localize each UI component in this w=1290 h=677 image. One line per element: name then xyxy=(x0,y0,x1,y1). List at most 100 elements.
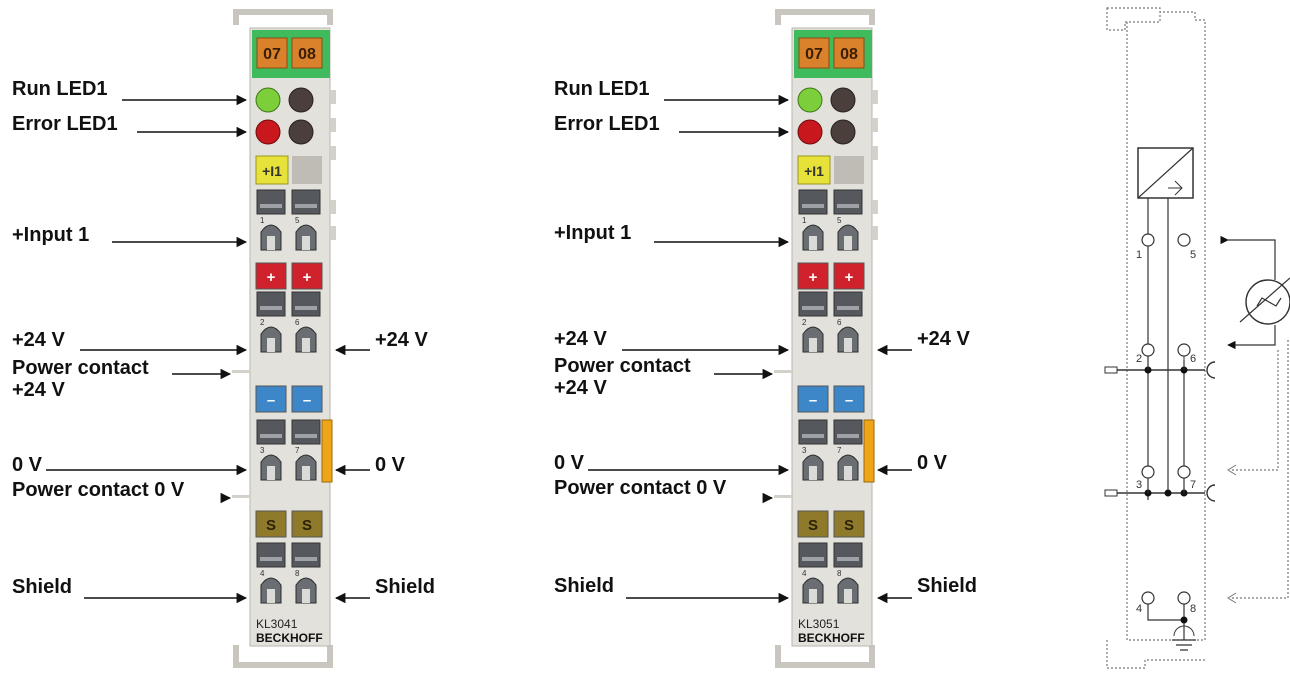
side-rib xyxy=(872,90,878,104)
spring-clamp xyxy=(256,291,286,317)
zero-right-label: 0 V xyxy=(375,454,406,476)
terminal-number: 8 xyxy=(1190,603,1196,615)
clamp-slot xyxy=(802,306,824,310)
clamp-slot xyxy=(837,434,859,438)
wire-slot xyxy=(302,466,310,480)
spring-clamp xyxy=(256,542,286,568)
wire-slot xyxy=(302,589,310,603)
converter-arrow xyxy=(1168,180,1183,196)
spring-clamp xyxy=(291,189,321,215)
spring-clamp xyxy=(833,189,863,215)
power-contact-right xyxy=(1206,361,1216,379)
run-led xyxy=(255,87,281,113)
side-rib xyxy=(330,226,336,240)
shield-marker xyxy=(291,510,323,538)
pin-number: 6 xyxy=(295,318,300,327)
terminal-point xyxy=(1177,465,1191,479)
plus-marker xyxy=(797,262,829,290)
plus-mark: + xyxy=(303,269,312,286)
ground-shield-arc xyxy=(1173,625,1195,637)
brand-name: BECKHOFF xyxy=(798,631,865,645)
clamp-slot xyxy=(260,204,282,208)
plus-mark: + xyxy=(845,269,854,286)
terminal-point xyxy=(1141,343,1155,357)
pin-number: 2 xyxy=(802,318,807,327)
clamp-slot xyxy=(295,306,317,310)
minus-mark: – xyxy=(267,392,275,409)
spring-clamp xyxy=(256,419,286,445)
shield-left-label: Shield xyxy=(12,576,73,598)
terminal-number: 3 xyxy=(1136,479,1142,491)
side-rib xyxy=(330,146,336,160)
channel-number: 08 xyxy=(298,46,316,63)
error-led-label: Error LED1 xyxy=(554,113,660,135)
shield-mark: S xyxy=(302,517,312,534)
pin-number: 2 xyxy=(260,318,265,327)
plus24-left-label: +24 V xyxy=(554,328,607,350)
plus-marker xyxy=(255,262,287,290)
minus-mark: – xyxy=(809,392,817,409)
spring-clamp xyxy=(256,189,286,215)
terminal-number: 4 xyxy=(1136,603,1142,615)
clamp-slot xyxy=(260,557,282,561)
minus-marker xyxy=(833,385,865,413)
bottom-rail-clip xyxy=(233,645,333,668)
wire-slot xyxy=(844,589,852,603)
plus-mark: + xyxy=(809,269,818,286)
pin-number: 3 xyxy=(260,446,265,455)
dashed-return xyxy=(1232,340,1289,599)
led-label-box xyxy=(797,155,831,185)
channel-number: 08 xyxy=(840,46,858,63)
channel-tag xyxy=(256,37,288,69)
wire-slot xyxy=(809,589,817,603)
terminal-point xyxy=(1141,591,1155,605)
clamp-slot xyxy=(837,204,859,208)
dashed-arrowhead xyxy=(1227,464,1237,476)
plus-marker xyxy=(833,262,865,290)
dashed-arrowhead xyxy=(1227,592,1237,604)
wire-slot xyxy=(267,466,275,480)
shield-mark: S xyxy=(844,517,854,534)
wire-slot xyxy=(302,236,310,250)
clamp-slot xyxy=(260,434,282,438)
clamp-slot xyxy=(802,557,824,561)
shield-mark: S xyxy=(808,517,818,534)
clamp-slot xyxy=(837,557,859,561)
power-contact-24-sub-label: +24 V xyxy=(554,377,607,399)
brand-name: BECKHOFF xyxy=(256,631,323,645)
terminal-number: 2 xyxy=(1136,353,1142,365)
shield-left-label: Shield xyxy=(554,575,615,597)
led-off xyxy=(830,87,856,113)
model-name: KL3051 xyxy=(798,617,840,631)
channel-number: 07 xyxy=(263,46,281,63)
shield-mark: S xyxy=(266,517,276,534)
pin-number: 3 xyxy=(802,446,807,455)
wire-slot xyxy=(844,466,852,480)
pin-number: 7 xyxy=(295,446,300,455)
shield-marker xyxy=(255,510,287,538)
terminal-point xyxy=(1177,591,1191,605)
run-led-label: Run LED1 xyxy=(12,78,108,100)
minus-mark: – xyxy=(845,392,853,409)
clamp-slot xyxy=(295,557,317,561)
blank-label xyxy=(292,156,322,184)
plus24-right-label: +24 V xyxy=(375,329,428,351)
input1-label: +Input 1 xyxy=(554,222,632,244)
power-slit xyxy=(232,495,250,498)
wire-slot xyxy=(809,236,817,250)
pin-number: 4 xyxy=(802,569,807,578)
terminal-number: 6 xyxy=(1190,353,1196,365)
clamp-slot xyxy=(837,306,859,310)
sensor-wire xyxy=(1227,325,1276,350)
converter-diagonal xyxy=(1137,147,1194,199)
error-led-label: Error LED1 xyxy=(12,113,118,135)
plus24-left-label: +24 V xyxy=(12,329,65,351)
schematic-housing xyxy=(1126,11,1206,641)
power-contact-0-label: Power contact 0 V xyxy=(12,479,185,501)
terminal-number: 1 xyxy=(1136,249,1142,261)
spring-clamp xyxy=(798,419,828,445)
pin-number: 6 xyxy=(837,318,842,327)
wire-slot xyxy=(267,589,275,603)
clamp-slot xyxy=(802,204,824,208)
